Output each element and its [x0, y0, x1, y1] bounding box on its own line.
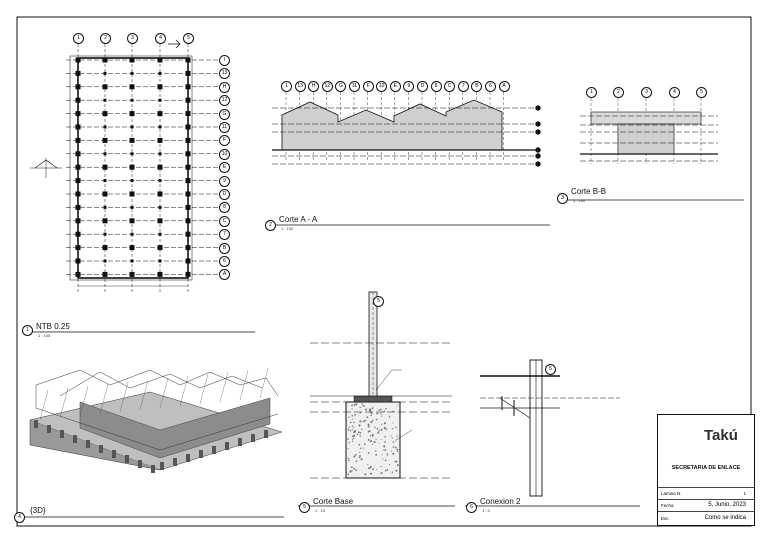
plan-grid-row-I: I [219, 55, 230, 66]
plan-grid-row-7: 7 [219, 229, 230, 241]
base-section-view [310, 291, 452, 479]
connection-number: 6 [466, 502, 477, 513]
plan-grid-row-12: 12 [219, 95, 230, 107]
logo-text: Takú [704, 427, 738, 444]
section-a-number: 2 [265, 220, 276, 231]
3d-view-number: 4 [14, 512, 25, 523]
section-b-scale: 1 : 100 [573, 198, 586, 203]
plan-grid-row-13: 13 [219, 68, 230, 80]
plan-grid-row-8: 8 [219, 202, 230, 214]
plan-grid-row-E: E [219, 162, 230, 174]
connection-view [480, 359, 620, 497]
section-a-grid-E: E [389, 81, 401, 92]
section-a-grid-D: D [417, 81, 428, 92]
connection-title: Conexion 2 [480, 497, 521, 506]
plan-grid-row-10: 10 [219, 148, 230, 160]
section-a-grid-H: H [308, 81, 320, 92]
section-b-grid-4: 4 [669, 87, 680, 98]
section-a-grid-1: 1 [281, 81, 292, 92]
section-a-grid-11: 11 [349, 81, 360, 92]
section-a-grid-F: F [362, 81, 374, 92]
plan-grid-row-B: B [219, 242, 230, 254]
plan-view-title: NTB 0.25 [36, 322, 70, 331]
section-a-scale: 1 : 100 [281, 226, 294, 231]
plan-grid-col-5: 5 [183, 33, 194, 44]
connection-scale: 1 : 5 [482, 508, 490, 513]
section-b-title: Corte B-B [571, 187, 607, 196]
date-value: 5, Junio, 2023 [708, 502, 746, 508]
plan-grid-col-1: 1 [73, 33, 84, 44]
section-a-view [272, 92, 541, 167]
plan-grid-col-4: 4 [155, 33, 166, 44]
base-section-scale: 1 : 10 [315, 508, 326, 513]
base-grid-bubble: 5 [373, 296, 384, 307]
section-a-grid-9: 9 [403, 81, 415, 92]
plan-grid-row-A: A [219, 269, 230, 281]
section-a-grid-12: 12 [321, 81, 333, 92]
title-underlines [22, 199, 744, 518]
section-a-title: Corte A - A [279, 215, 318, 224]
plan-view [30, 39, 218, 292]
plan-grid-row-D: D [219, 189, 230, 200]
section-b-grid-2: 2 [613, 87, 624, 98]
plan-grid-row-9: 9 [219, 175, 230, 187]
plan-grid-row-F: F [219, 135, 230, 147]
section-b-view [580, 98, 718, 164]
section-b-grid-5: 5 [696, 87, 707, 98]
section-a-grid-6: 6 [485, 81, 496, 92]
title-row-sheet: Lamina N. 1 [658, 487, 754, 500]
section-a-grid-10: 10 [376, 81, 388, 92]
date-label: Fecha [661, 503, 674, 508]
section-a-grid-A: A [498, 81, 510, 92]
3d-view-title: {3D} [30, 506, 46, 515]
scale-value: Como se indica [704, 515, 746, 521]
plan-grid-row-C: C [219, 215, 230, 227]
plan-grid-col-2: 2 [100, 33, 111, 44]
section-a-grid-8: 8 [430, 81, 442, 92]
title-block: Takú SECRETARIA DE ENLACE Lamina N. 1 Fe… [657, 414, 755, 526]
sheet-label: Lamina N. [661, 491, 682, 496]
section-a-grid-B: B [471, 81, 483, 92]
plan-grid-row-H: H [219, 81, 230, 93]
scale-label: Esc. [661, 516, 670, 521]
base-section-number: 5 [299, 502, 310, 513]
sheet-value: 1 [743, 491, 746, 496]
org-name: SECRETARIA DE ENLACE [671, 465, 741, 471]
plan-grid-col-3: 3 [127, 33, 138, 44]
section-b-grid-1: 1 [586, 87, 597, 98]
3d-view [29, 367, 283, 473]
connection-grid-bubble: 5 [545, 364, 556, 375]
title-row-scale: Esc. Como se indica [658, 511, 754, 525]
section-b-number: 3 [557, 193, 568, 204]
base-section-title: Corte Base [313, 497, 354, 506]
section-a-grid-C: C [444, 81, 456, 92]
plan-grid-row-6: 6 [219, 256, 230, 267]
section-b-grid-3: 3 [641, 87, 652, 98]
plan-view-number: 1 [22, 325, 33, 336]
section-a-grid-G: G [335, 81, 347, 92]
plan-grid-row-11: 11 [219, 122, 230, 133]
sheet-border [16, 16, 752, 527]
plan-grid-row-G: G [219, 108, 230, 120]
section-a-grid-13: 13 [294, 81, 306, 92]
title-row-date: Fecha 5, Junio, 2023 [658, 499, 754, 512]
section-a-grid-7: 7 [457, 81, 469, 92]
plan-view-scale: 1 : 100 [38, 333, 51, 338]
